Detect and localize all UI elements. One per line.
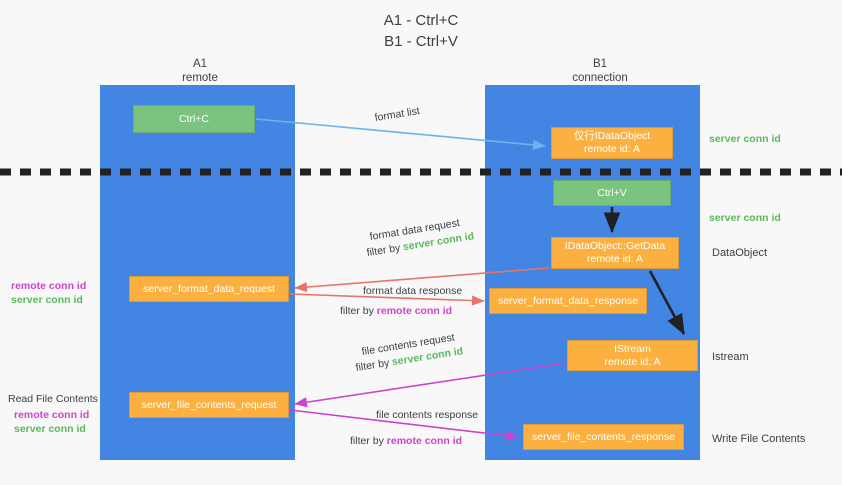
node-idataobject-getdata[interactable]: IDataObject::GetData remote id: A [551,237,679,269]
node-idataobject-label: 仅行IDataObject [573,130,651,142]
node-getdata-label: IDataObject::GetData [564,240,666,252]
right-label-write-file-contents: Write File Contents [712,433,806,445]
node-idataobject-remote-id: remote id: A [583,143,641,155]
edge-filter-value-2: remote conn id [376,305,453,317]
edge-label-format-list: format list [374,105,422,126]
right-label-server-conn-id-mid: server conn id [709,212,781,224]
left-label-server-conn-id-2: server conn id [14,423,86,435]
page-title: A1 - Ctrl+C B1 - Ctrl+V [0,10,842,52]
node-ctrl-c[interactable]: Ctrl+C [133,105,255,133]
edge-filter-prefix-3: filter by [354,356,394,375]
node-ctrl-v[interactable]: Ctrl+V [553,180,671,206]
node-server-file-contents-response-label: server_file_contents_response [531,430,675,443]
lane-a1-header: A1 remote [120,57,280,85]
right-label-istream: Istream [712,351,749,363]
right-label-server-conn-id-top: server conn id [709,133,781,145]
edge-label-format-data-response: format data response [363,283,462,299]
edge-filter-format-data-response: filter by remote conn id [340,303,452,319]
lane-b1-header: B1 connection [520,57,680,85]
node-getdata-remote-id: remote id: A [586,253,644,265]
edge-filter-format-data-request: filter by server conn id [366,230,477,261]
node-server-file-contents-response[interactable]: server_file_contents_response [523,424,684,450]
node-server-format-data-response[interactable]: server_format_data_response [489,288,647,314]
edge-label-format-data-response-text: format data response [363,285,463,297]
edge-filter-file-contents-request: filter by server conn id [355,345,466,376]
edge-filter-prefix-1: filter by [365,241,405,260]
left-label-server-conn-id-1: server conn id [11,294,83,306]
node-server-file-contents-request[interactable]: server_file_contents_request [129,392,289,418]
lane-a1-sub: remote [182,72,218,84]
left-label-remote-conn-id-1: remote conn id [11,280,87,292]
node-server-format-data-response-label: server_format_data_response [497,294,639,307]
edge-filter-prefix-4: filter by [350,435,387,447]
left-label-group-1: remote conn id server conn id [11,279,86,307]
left-label-group-2: Read File Contents remote conn id server… [8,392,98,436]
node-idataobject[interactable]: 仅行IDataObject remote id: A [551,127,673,159]
node-ctrl-v-label: Ctrl+V [597,186,627,199]
title-line-2: B1 - Ctrl+V [384,33,458,50]
edge-filter-prefix-2: filter by [340,305,377,317]
lane-a1-name: A1 [192,58,208,70]
node-istream-remote-id: remote id: A [604,355,661,368]
edge-filter-file-contents-response: filter by remote conn id [350,433,462,449]
edge-filter-value-4: remote conn id [386,435,463,447]
node-server-format-data-request[interactable]: server_format_data_request [129,276,289,302]
node-istream[interactable]: IStream remote id: A [567,340,698,371]
edge-label-format-list-text: format list [373,105,421,125]
node-server-format-data-request-label: server_format_data_request [143,282,275,295]
left-label-read-file-contents: Read File Contents [8,393,98,405]
edge-label-file-contents-response-text: file contents response [376,409,479,421]
title-line-1: A1 - Ctrl+C [383,12,459,29]
node-istream-label: IStream [614,342,651,355]
lane-b1-sub: connection [572,72,628,84]
right-label-dataobject: DataObject [712,247,768,259]
left-label-remote-conn-id-2: remote conn id [14,409,90,421]
node-ctrl-c-label: Ctrl+C [178,112,210,125]
lane-b1-name: B1 [592,58,608,70]
node-server-file-contents-request-label: server_file_contents_request [141,398,277,411]
edge-label-file-contents-response: file contents response [376,407,478,423]
